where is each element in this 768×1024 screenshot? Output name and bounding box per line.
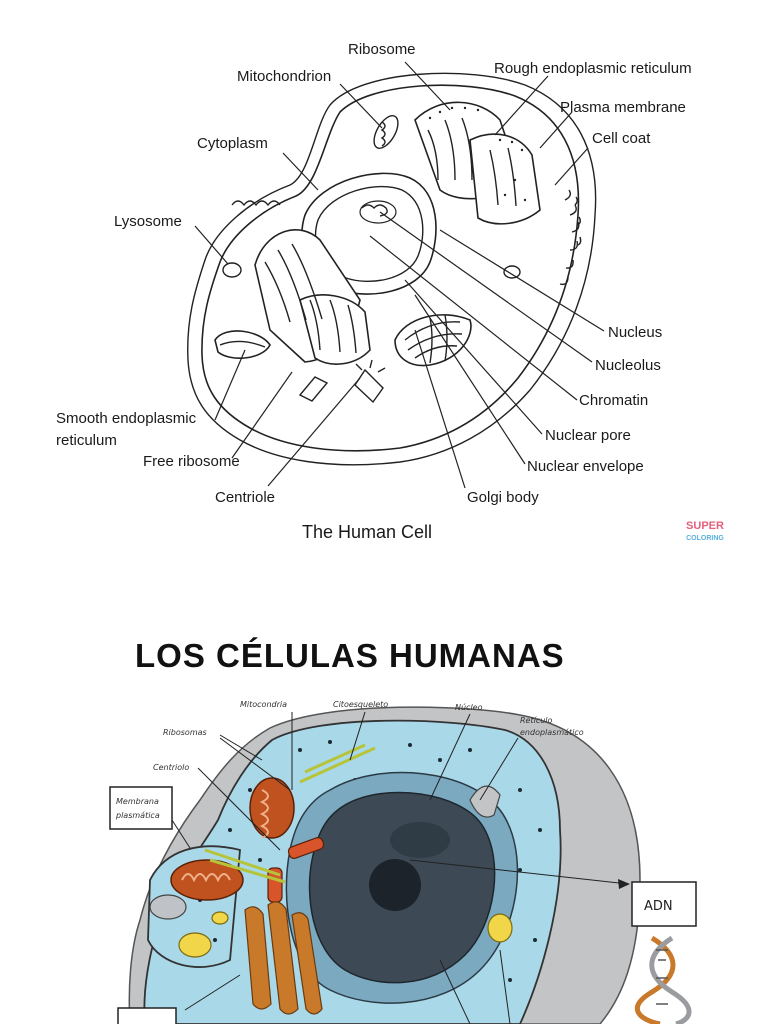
smooth-er-shape	[214, 330, 271, 359]
label-membrana-2: plasmática	[115, 811, 160, 820]
centrioles	[267, 837, 325, 903]
svg-text:SUPER: SUPER	[686, 520, 724, 532]
diagram-caption: The Human Cell	[302, 522, 432, 542]
bottom-title: LOS CÉLULAS HUMANAS	[135, 637, 565, 674]
dna-helix-icon	[635, 935, 692, 1024]
label-centriole: Centriole	[215, 489, 275, 506]
label-nucleus: Nucleus	[608, 324, 662, 341]
cytoplasm-dots	[198, 740, 542, 982]
label-centriolo: Centriolo	[153, 763, 189, 772]
bottom-leader-lines	[171, 711, 629, 1024]
cytoplasm-area	[143, 719, 562, 1024]
label-rough-er: Rough endoplasmic reticulum	[494, 60, 692, 77]
vesicle-shape	[503, 265, 521, 279]
label-nuclear-pore: Nuclear pore	[545, 427, 631, 444]
centriole-shape	[298, 359, 386, 404]
label-nucleolus: Nucleolus	[595, 357, 661, 374]
label-membrana-1: Membrana	[116, 797, 159, 806]
cell-coat-microvilli	[559, 189, 582, 286]
mitochondrion-shape	[373, 115, 399, 149]
adn-box	[631, 881, 697, 927]
label-mitochondrion: Mitochondrion	[237, 68, 331, 85]
grey-vesicle	[149, 894, 187, 920]
nucleus-dark	[285, 771, 519, 1004]
cytoskeleton	[204, 743, 376, 884]
label-plasma-membrane: Plasma membrane	[560, 99, 686, 116]
cell-coat-outline	[187, 72, 597, 466]
membrana-box	[109, 786, 173, 830]
adn-arrowhead	[618, 879, 630, 889]
label-cell-coat: Cell coat	[592, 130, 651, 147]
svg-text:COLORING: COLORING	[686, 535, 724, 542]
label-cytoplasm: Cytoplasm	[197, 135, 268, 152]
label-lysosome: Lysosome	[114, 213, 182, 230]
golgi-orange	[244, 901, 323, 1015]
label-ribosomas: Ribosomas	[163, 728, 207, 737]
label-mitocondria: Mitocondria	[240, 700, 287, 709]
leader-lines	[194, 61, 605, 489]
er-bump	[469, 785, 501, 818]
vesicles	[178, 911, 513, 958]
supercoloring-logo: SUPER COLORING	[680, 516, 730, 542]
cell-outer-shell	[128, 706, 641, 1024]
rough-er-shape	[414, 101, 541, 225]
label-golgi-body: Golgi body	[467, 489, 539, 506]
label-free-ribosome: Free ribosome	[143, 453, 240, 470]
top-cell-diagram: Ribosome Mitochondrion Rough endoplasmic…	[56, 41, 730, 542]
label-ribosome: Ribosome	[348, 41, 416, 58]
label-nucleo: Núcleo	[455, 703, 483, 712]
label-nuclear-envelope: Nuclear envelope	[527, 458, 644, 475]
label-reticulo-1: Retículo	[520, 716, 553, 725]
left-er-shape	[254, 229, 371, 365]
bottom-left-box	[117, 1007, 177, 1024]
label-reticulo-2: endoplasmático	[520, 728, 584, 737]
label-citoesqueleto: Citoesqueleto	[333, 700, 388, 709]
label-adn: ADN	[644, 899, 673, 914]
label-smooth-er-line2: reticulum	[56, 432, 117, 449]
label-smooth-er-line1: Smooth endoplasmic	[56, 410, 197, 427]
label-chromatin: Chromatin	[579, 392, 648, 409]
membrane-bumps	[231, 200, 281, 207]
chromatin-shape	[361, 204, 388, 217]
nucleolus-dark	[369, 859, 421, 911]
mitochondria	[170, 777, 295, 901]
lysosome-shape	[222, 262, 242, 278]
